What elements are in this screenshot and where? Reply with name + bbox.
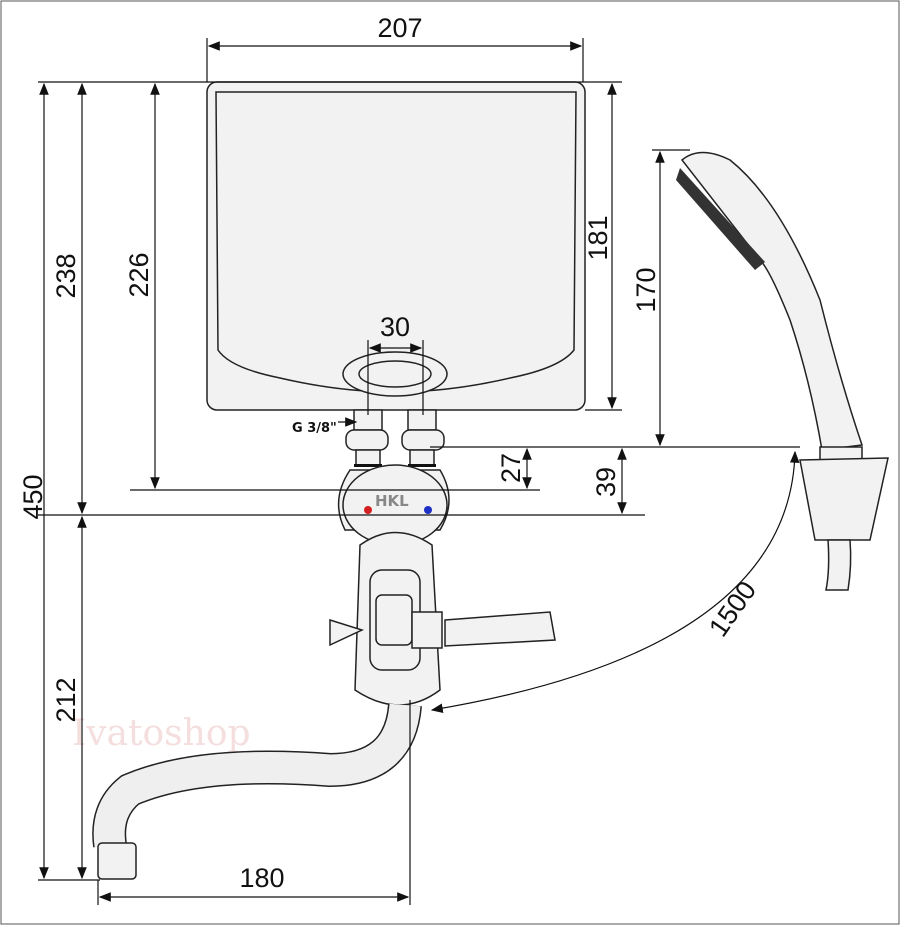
shower-head xyxy=(676,151,889,591)
extension-lines xyxy=(38,38,800,905)
dim-height-238: 238 xyxy=(51,253,81,298)
inlet-connectors xyxy=(345,409,445,467)
dim-height-170: 170 xyxy=(631,267,661,312)
dim-height-27: 27 xyxy=(496,453,526,483)
dim-width-207: 207 xyxy=(377,13,422,43)
dim-height-226: 226 xyxy=(124,252,154,297)
watermark: Ivatoshop xyxy=(72,713,251,754)
thread-size-label: G 3/8" xyxy=(292,421,337,436)
dim-spout-reach-180: 180 xyxy=(239,863,284,893)
spout-nozzle xyxy=(97,842,137,880)
cold-indicator-icon xyxy=(424,506,432,514)
brand-logo: HKL xyxy=(375,492,409,510)
dimension-lines xyxy=(39,41,800,902)
hot-indicator-icon xyxy=(364,506,372,514)
mixer-body: HKL xyxy=(329,464,556,706)
dim-height-181: 181 xyxy=(583,215,613,260)
spout-pipe xyxy=(93,703,421,848)
dim-height-39: 39 xyxy=(591,467,621,497)
heater-unit xyxy=(206,81,586,411)
dim-inlet-spacing-30: 30 xyxy=(380,312,410,342)
dim-height-212: 212 xyxy=(51,677,81,722)
dim-hose-length-1500: 1500 xyxy=(703,576,762,642)
dim-height-450: 450 xyxy=(18,474,48,519)
